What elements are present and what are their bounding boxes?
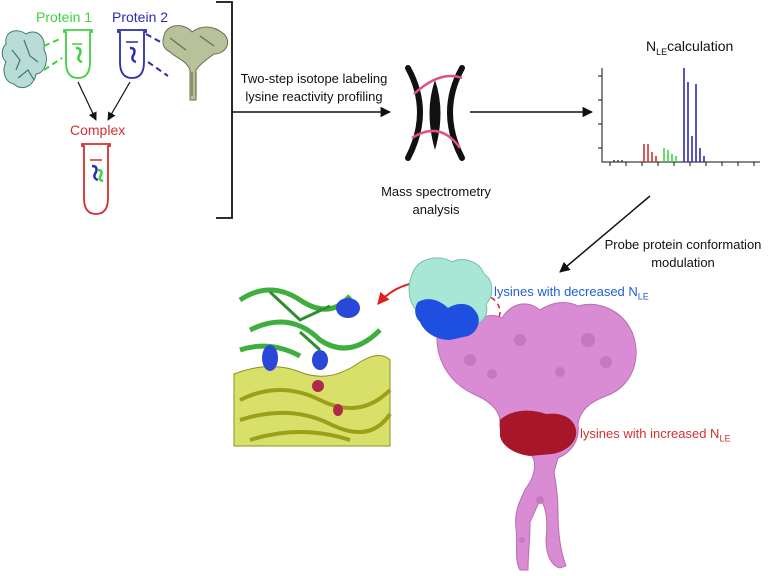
- probe-line2: modulation: [598, 254, 768, 272]
- arrow-p1-to-complex: [78, 82, 96, 120]
- probe-line1: Probe protein conformation: [598, 236, 768, 254]
- probe-label: Probe protein conformation modulation: [598, 236, 768, 272]
- nle-calculation-label: NLEcalculation: [646, 38, 733, 57]
- decreased-lysines-label: lysines with decreased NLE: [494, 284, 649, 302]
- increased-lysines-label: lysines with increased NLE: [580, 426, 730, 444]
- nle-calc-n: N: [646, 38, 656, 54]
- tube-complex: [82, 144, 110, 214]
- complex-surface-structure: [409, 258, 636, 570]
- inset-cartoon: [234, 288, 390, 446]
- increased-text: lysines with increased N: [580, 426, 719, 441]
- labeling-step-label: Two-step isotope labeling lysine reactiv…: [234, 70, 394, 106]
- mass-spec-label: Mass spectrometry analysis: [366, 183, 506, 219]
- labeling-step-line2: lysine reactivity profiling: [234, 88, 394, 106]
- protein1-label: Protein 1: [36, 9, 92, 25]
- tube-protein2: [118, 30, 146, 78]
- tube-protein1: [64, 30, 92, 78]
- labeling-step-line1: Two-step isotope labeling: [234, 70, 394, 88]
- decreased-sub: LE: [638, 292, 649, 302]
- mass-spec-line1: Mass spectrometry: [366, 183, 506, 201]
- mass-spec-icon: [408, 68, 462, 158]
- mass-spec-line2: analysis: [366, 201, 506, 219]
- nle-spectrum-chart: [598, 68, 760, 166]
- nle-calc-rest: calculation: [667, 38, 733, 54]
- increased-sub: LE: [719, 434, 730, 444]
- complex-label: Complex: [70, 122, 125, 138]
- arrow-p2-to-complex: [108, 82, 130, 120]
- protein1-structure: [2, 31, 46, 88]
- decreased-text: lysines with decreased N: [494, 284, 638, 299]
- protein2-structure: [163, 26, 228, 100]
- protein2-label: Protein 2: [112, 9, 168, 25]
- nle-calc-sub: LE: [656, 47, 667, 57]
- zoom-lines-protein1: [44, 38, 62, 70]
